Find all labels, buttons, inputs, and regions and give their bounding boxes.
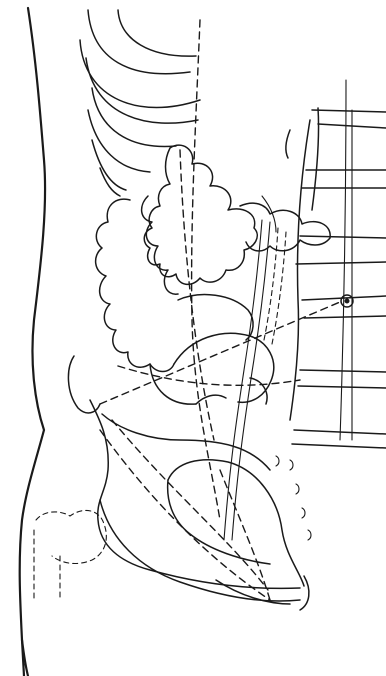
ribs (80, 10, 200, 196)
projection-lines (100, 20, 340, 600)
colon (96, 145, 331, 371)
femoral-head (36, 510, 106, 563)
vertebral-column (286, 80, 386, 448)
body-outline (20, 8, 45, 676)
pelvis (68, 356, 309, 610)
umbilicus-marker (341, 295, 353, 307)
